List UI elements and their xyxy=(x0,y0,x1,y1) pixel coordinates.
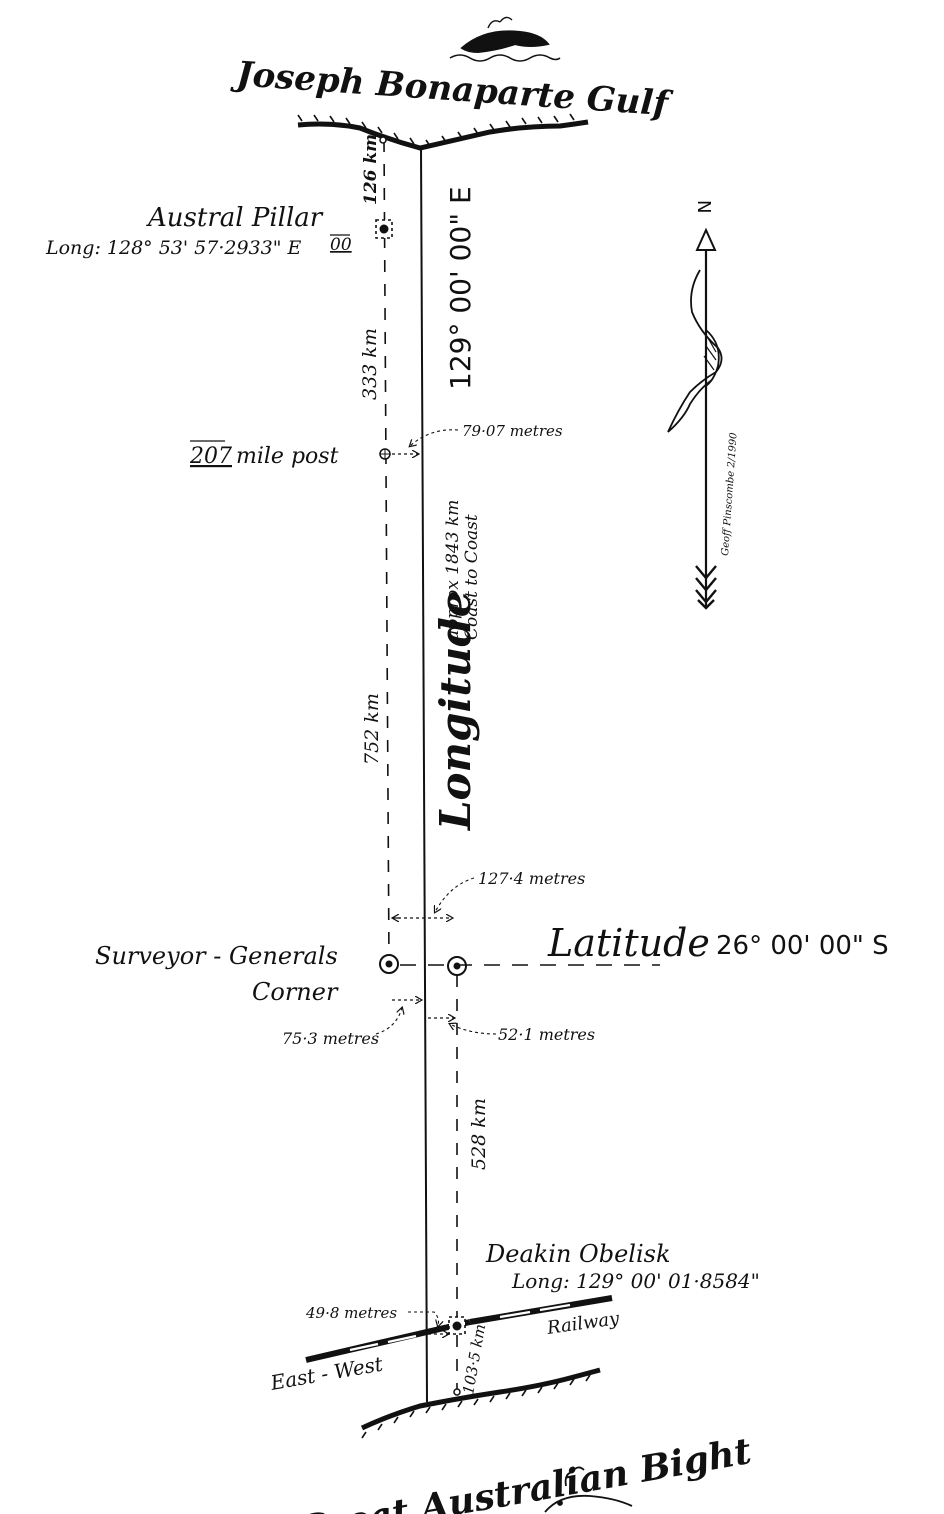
distance-528km: 528 km xyxy=(468,1098,490,1170)
distance-126km: 126 km xyxy=(361,134,381,205)
austral-pillar-longitude: Long: 128° 53' 57·2933" E xyxy=(45,237,301,259)
latitude-word: Latitude xyxy=(547,921,710,965)
offset-75m: 75·3 metres xyxy=(282,1029,379,1048)
meridian-line xyxy=(420,147,428,1403)
whale-top-icon xyxy=(449,16,561,62)
north-coast-endpoint xyxy=(379,136,387,144)
latitude-value: 26° 00' 00" S xyxy=(716,931,889,961)
surveyor-generals-corner-line1: Surveyor - Generals xyxy=(95,942,338,970)
north-coastline xyxy=(297,113,589,151)
deakin-obelisk-name: Deakin Obelisk xyxy=(485,1240,671,1268)
deakin-obelisk-marker xyxy=(448,1316,466,1335)
offset-75m-leader xyxy=(375,1008,402,1035)
railway-right-label: Railway xyxy=(545,1308,622,1339)
north-coast-label: Joseph Bonaparte Gulf xyxy=(229,54,674,125)
south-coast-endpoint xyxy=(453,1388,461,1396)
railway-line xyxy=(305,1295,613,1363)
meridian-value: 129° 00' 00" E xyxy=(444,186,477,390)
meridian-span-line1: approx 1843 km xyxy=(443,500,463,640)
mile-post-marker xyxy=(379,448,391,460)
surveyor-generals-corner-line2: Corner xyxy=(252,978,339,1006)
north-arrow-icon xyxy=(667,227,723,610)
compass-credit: Geoff Pinscombe 2/1990 xyxy=(720,432,740,557)
compass-north-label: N xyxy=(693,200,714,213)
offset-79m: 79·07 metres xyxy=(462,422,563,440)
austral-pillar-marker xyxy=(375,219,393,239)
mile-post-offset-leader xyxy=(410,429,459,446)
offset-52m-leader xyxy=(450,1024,497,1035)
meridian-word: Longitude xyxy=(431,591,480,831)
latitude-intersection-marker xyxy=(447,956,467,976)
south-coast-label: Great Australian Bight xyxy=(294,1430,755,1514)
meridian-span-line2: Coast to Coast xyxy=(462,514,482,640)
offset-49m-leader xyxy=(408,1311,439,1326)
south-coastline xyxy=(360,1367,601,1439)
mile-post-label: mile post xyxy=(236,444,339,469)
western-border-dashed-line xyxy=(383,139,390,963)
distance-333km: 333 km xyxy=(359,328,381,400)
mile-post-number: 207 xyxy=(189,444,232,469)
offset-127m-leader xyxy=(435,877,475,912)
distance-752km: 752 km xyxy=(361,693,383,765)
surveyor-generals-corner-marker xyxy=(379,954,399,974)
offset-49m: 49·8 metres xyxy=(305,1304,397,1322)
deakin-obelisk-longitude: Long: 129° 00' 01·8584" xyxy=(511,1269,760,1293)
whale-bottom-icon xyxy=(544,1466,633,1513)
austral-pillar-name: Austral Pillar xyxy=(146,203,324,233)
austral-pillar-mark: 00 xyxy=(330,235,352,255)
offset-127m: 127·4 metres xyxy=(478,869,585,888)
offset-52m: 52·1 metres xyxy=(498,1025,595,1044)
